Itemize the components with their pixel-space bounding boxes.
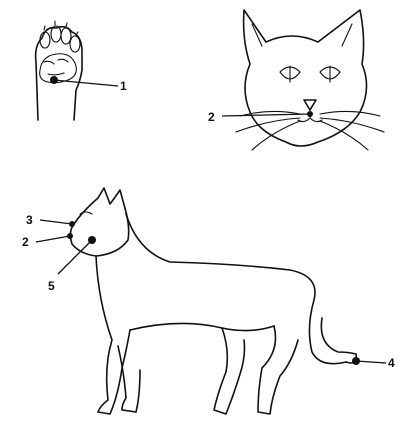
toe-pad bbox=[40, 32, 50, 48]
face-leader-line bbox=[222, 114, 310, 116]
cat-body-illustration bbox=[36, 188, 386, 414]
paw-leader-line bbox=[54, 80, 118, 86]
cat-nose-label: 3 bbox=[26, 213, 33, 227]
face-lip-label: 2 bbox=[208, 110, 215, 124]
paw-illustration bbox=[36, 21, 118, 120]
tail-tip-label: 4 bbox=[388, 356, 395, 370]
cat-face-illustration bbox=[222, 10, 384, 150]
paw-main-pad bbox=[40, 54, 77, 83]
nose-leader-line bbox=[40, 220, 72, 224]
toe-pad bbox=[70, 36, 80, 52]
paw-pad-label: 1 bbox=[120, 79, 127, 93]
cat-lip-label: 2 bbox=[22, 235, 29, 249]
tail-leader-line bbox=[356, 361, 386, 363]
lip-leader-line bbox=[36, 236, 70, 242]
chin-leader-line bbox=[58, 240, 92, 274]
cat-chin-label: 5 bbox=[48, 279, 55, 293]
face-nose bbox=[304, 100, 316, 110]
toe-pad bbox=[61, 28, 71, 44]
